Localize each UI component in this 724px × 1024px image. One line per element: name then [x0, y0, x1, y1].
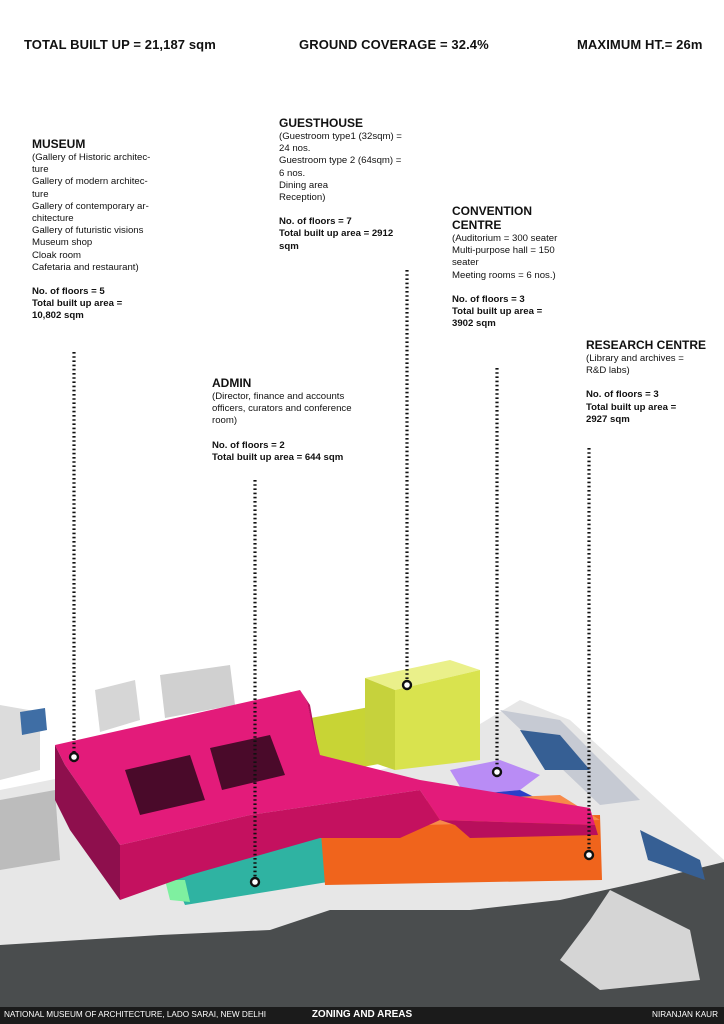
- maximum-height-stat: MAXIMUM HT.= 26m: [577, 37, 703, 52]
- convention-detail: seater: [452, 257, 479, 269]
- admin-detail: room): [212, 415, 238, 427]
- museum-detail: Museum shop: [32, 237, 93, 249]
- guesthouse-detail: Guestroom type 2 (64sqm) =: [279, 155, 402, 167]
- admin-block-glow: [165, 880, 190, 902]
- museum-title: MUSEUM: [32, 137, 86, 151]
- museum-courtyard: [125, 755, 205, 815]
- museum-label-block: MUSEUM (Gallery of Historic architec- tu…: [32, 137, 150, 323]
- road: [0, 862, 724, 1007]
- convention-area: Total built up area =: [452, 306, 543, 318]
- footer-bar: NATIONAL MUSEUM OF ARCHITECTURE, LADO SA…: [0, 1007, 724, 1024]
- research-label-block: RESEARCH CENTRE (Library and archives = …: [586, 338, 706, 426]
- guesthouse-area-value: sqm: [279, 240, 299, 252]
- admin-label-block: ADMIN (Director, finance and accounts of…: [212, 376, 352, 464]
- guesthouse-title: GUESTHOUSE: [279, 116, 364, 130]
- convention-detail: Meeting rooms = 6 nos.): [452, 269, 556, 281]
- research-detail: (Library and archives =: [586, 353, 684, 364]
- museum-detail: ture: [32, 164, 49, 176]
- ground-coverage-stat: GROUND COVERAGE = 32.4%: [299, 37, 489, 52]
- guesthouse-block: [395, 670, 480, 770]
- museum-area-value: 10,802 sqm: [32, 310, 84, 322]
- context-building: [95, 680, 140, 732]
- museum-detail: Gallery of modern architec-: [32, 176, 148, 188]
- museum-area: Total built up area =: [32, 298, 123, 310]
- convention-area-value: 3902 sqm: [452, 318, 496, 330]
- museum-floors: No. of floors = 5: [32, 286, 105, 298]
- museum-courtyard: [210, 735, 285, 790]
- guesthouse-floors: No. of floors = 7: [279, 216, 352, 228]
- guesthouse-detail: 6 nos.: [279, 167, 306, 179]
- museum-block-front: [55, 745, 120, 900]
- research-detail: R&D labs): [586, 365, 630, 377]
- admin-title: ADMIN: [212, 376, 252, 390]
- museum-detail: Gallery of futuristic visions: [32, 225, 144, 237]
- footer-sheet-title: ZONING AND AREAS: [311, 1009, 413, 1020]
- context-building: [160, 665, 235, 718]
- guesthouse-block-top: [365, 660, 480, 690]
- guesthouse-label-block: GUESTHOUSE (Guestroom type1 (32sqm) = 24…: [279, 116, 402, 253]
- convention-block: [450, 760, 540, 795]
- guesthouse-area: Total built up area = 2912: [279, 228, 394, 240]
- context-building: [640, 830, 705, 880]
- museum-detail: Cloak room: [32, 249, 82, 261]
- leader-lines: [72, 270, 591, 880]
- museum-block-side: [120, 790, 440, 900]
- site-edge-left: [0, 790, 60, 870]
- footer-project: NATIONAL MUSEUM OF ARCHITECTURE, LADO SA…: [4, 1010, 267, 1019]
- admin-floors: No. of floors = 2: [212, 439, 285, 451]
- context-building: [520, 730, 590, 770]
- context-building: [20, 708, 47, 735]
- convention-detail: Multi-purpose hall = 150: [452, 245, 555, 257]
- admin-detail: (Director, finance and accounts: [212, 391, 345, 402]
- convention-title: CONVENTION: [452, 204, 533, 218]
- museum-detail: Cafetaria and restaurant): [32, 261, 139, 273]
- admin-area: Total built up area = 644 sqm: [212, 451, 344, 463]
- convention-label-block: CONVENTION CENTRE (Auditorium = 300 seat…: [452, 204, 557, 330]
- museum-block-east: [440, 820, 598, 838]
- guesthouse-block-front: [365, 678, 395, 770]
- total-built-up-stat: TOTAL BUILT UP = 21,187 sqm: [24, 37, 216, 52]
- admin-detail: officers, curators and conference: [212, 403, 352, 415]
- museum-detail: (Gallery of Historic architec-: [32, 152, 151, 163]
- guesthouse-detail: Dining area: [279, 179, 329, 191]
- convention-title-2: CENTRE: [452, 218, 502, 232]
- museum-detail: Gallery of contemporary ar-: [32, 200, 149, 212]
- convention-detail: (Auditorium = 300 seater: [452, 233, 558, 244]
- convention-floors: No. of floors = 3: [452, 293, 525, 305]
- leader-endpoints: [68, 679, 595, 888]
- footer-author: NIRANJAN KAUR: [652, 1010, 718, 1019]
- museum-block-top: [55, 690, 595, 845]
- museum-detail: chitecture: [32, 213, 74, 225]
- guesthouse-detail: 24 nos.: [279, 143, 311, 155]
- museum-detail: ture: [32, 188, 49, 200]
- guesthouse-detail: Reception): [279, 192, 326, 204]
- guesthouse-detail: (Guestroom type1 (32sqm) =: [279, 131, 402, 142]
- research-floors: No. of floors = 3: [586, 389, 659, 401]
- research-area-value: 2927 sqm: [586, 413, 630, 425]
- research-area: Total built up area =: [586, 401, 677, 413]
- road-bay: [560, 890, 700, 990]
- research-title: RESEARCH CENTRE: [586, 338, 707, 352]
